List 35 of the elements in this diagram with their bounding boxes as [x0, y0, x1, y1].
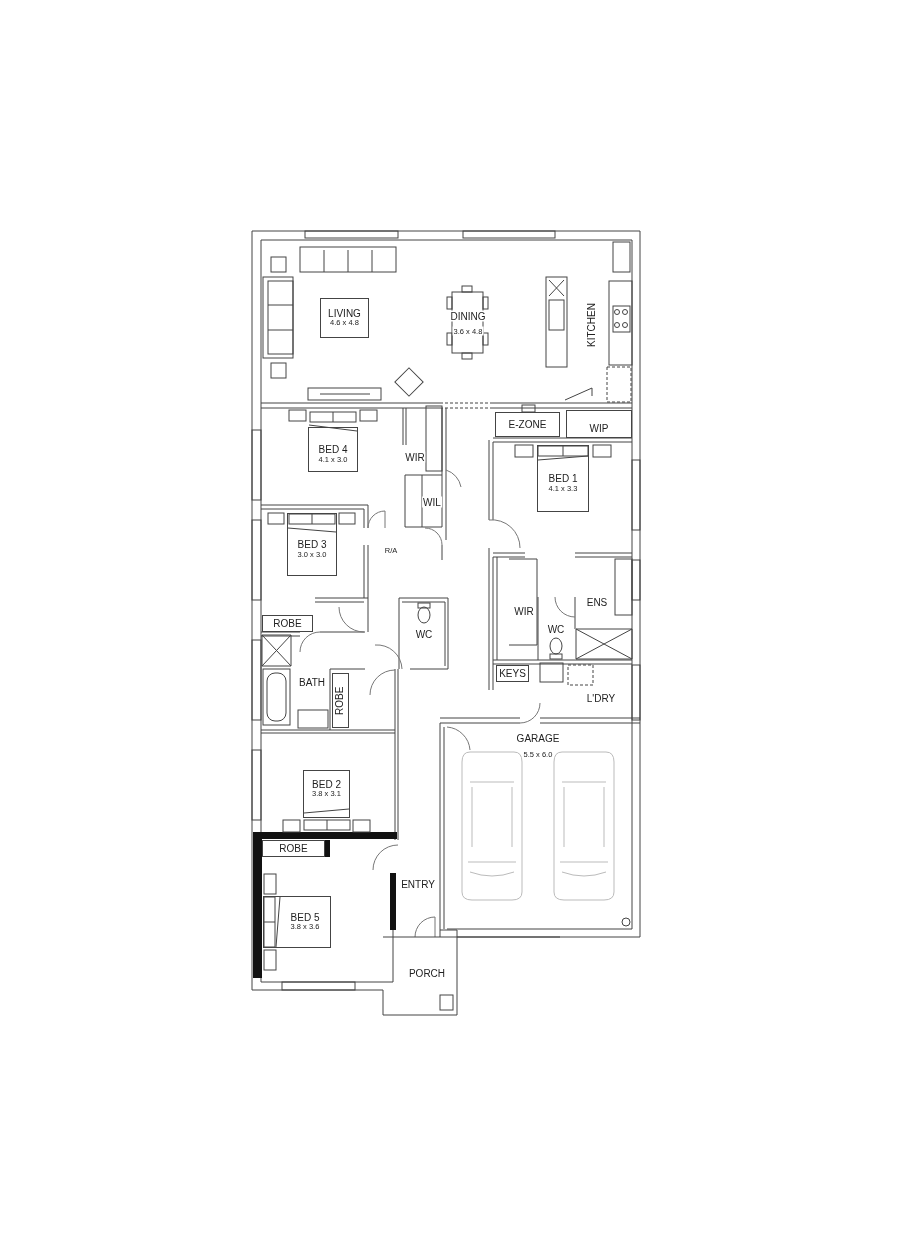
room-name: WIL [422, 496, 442, 508]
bed-outline [287, 513, 337, 576]
room-name: ROBE [334, 686, 347, 715]
room-name: KEYS [499, 667, 526, 680]
room-name: BED 2 [312, 778, 341, 791]
bed-outline [263, 896, 331, 948]
bench-outline [566, 410, 632, 438]
room-name: BED 5 [290, 911, 320, 924]
room-name: ROBE [279, 842, 308, 855]
room-name: KITCHEN [585, 302, 597, 348]
room-name: BED 4 [318, 444, 348, 456]
room-name: BED 1 [548, 473, 578, 485]
robe-outline [262, 840, 325, 857]
room-name: E-ZONE [508, 418, 547, 431]
room-name: BED 3 [297, 539, 327, 551]
room-name: ROBE [273, 617, 302, 630]
room-name: WC [546, 623, 566, 635]
room-name: WC [414, 628, 434, 640]
room-name: WIP [589, 423, 609, 435]
room-name: LIVING [328, 307, 361, 320]
bed-outline [308, 427, 358, 472]
room-name: GARAGE [515, 732, 561, 744]
room-name: WIR [513, 605, 535, 617]
rug-outline [320, 298, 369, 338]
room-name: ENS [585, 596, 609, 608]
bed-outline [303, 770, 350, 818]
room-name: DINING [449, 310, 487, 322]
bench-outline [495, 412, 560, 437]
room-name: WIR [404, 451, 426, 463]
bed-outline [537, 445, 589, 512]
robe-outline [262, 615, 313, 632]
room-name: ENTRY [400, 878, 436, 890]
room-name: PORCH [407, 967, 447, 979]
room-name: L'DRY [585, 692, 617, 704]
robe-outline [332, 673, 349, 728]
